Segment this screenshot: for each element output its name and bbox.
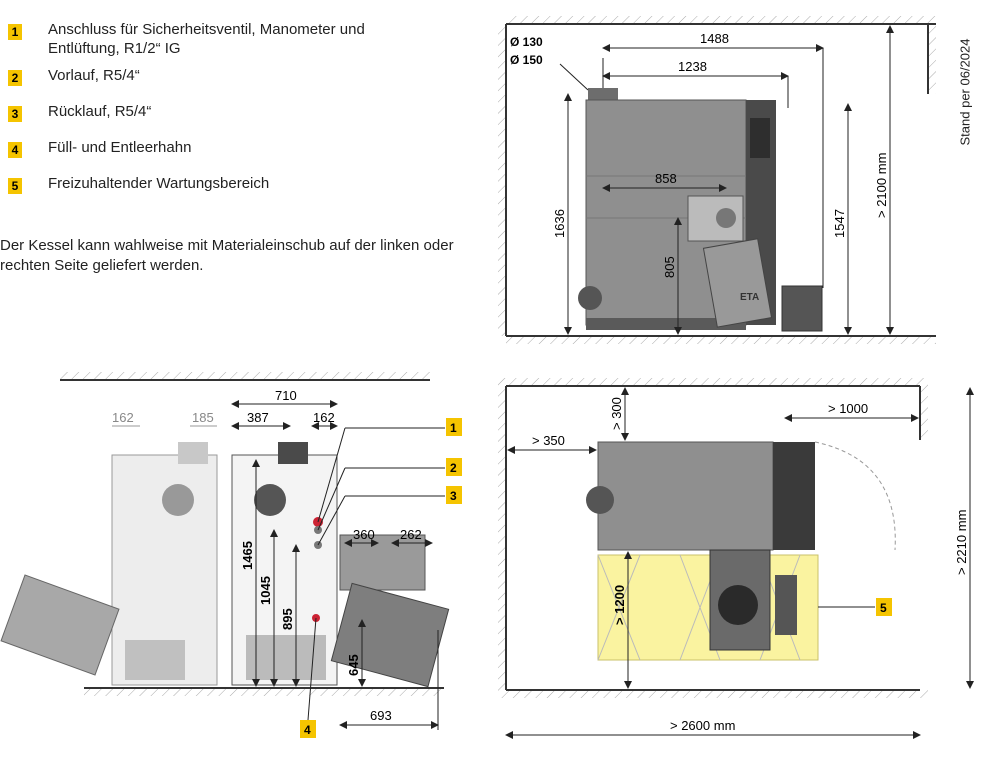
dim-262: 262 (400, 527, 422, 542)
dim-805: 805 (662, 256, 677, 278)
dim-2100: > 2100 mm (874, 153, 889, 218)
callout-1-leader (317, 427, 346, 523)
dim-185: 185 (192, 410, 214, 425)
legend-text-4: Füll- und Entleerhahn (48, 139, 192, 156)
legend-badge-3: 3 (8, 106, 22, 122)
diameter-leader (559, 63, 589, 91)
dim-710: 710 (275, 388, 297, 403)
ghost-flue (178, 442, 208, 464)
dim-1045: 1045 (258, 576, 273, 605)
main-flue (278, 442, 308, 464)
dim-1465: 1465 (240, 541, 255, 570)
legend-badge-1: 1 (8, 24, 22, 40)
side-view-diagram: ETA 1488 1238 858 Ø 130 Ø 150 1636 805 1… (498, 16, 936, 344)
legend-text-1: Anschluss für Sicherheitsventil, Manomet… (48, 21, 365, 57)
dim-895: 895 (280, 608, 295, 630)
boiler-base (586, 318, 746, 330)
boiler-top-flue (586, 486, 614, 514)
legend-badge-5: 5 (8, 178, 22, 194)
service-area-hatch (597, 554, 801, 661)
callout-num-4: 4 (304, 723, 311, 737)
dim-693: 693 (370, 708, 392, 723)
dim-350: > 350 (532, 433, 565, 448)
dim-858: 858 (655, 171, 677, 186)
brand-logo: ETA (740, 292, 759, 303)
callout-badge-5 (876, 598, 892, 616)
top-wall-hatch (498, 378, 928, 386)
diameter-130: Ø 130 (510, 35, 543, 49)
ghost-door (162, 484, 194, 516)
callout-4-leader (307, 617, 317, 721)
dim-645: 645 (346, 654, 361, 676)
dim-360: 360 (353, 527, 375, 542)
callout-badge-2 (446, 458, 462, 476)
main-door (254, 484, 286, 516)
callout-num-1: 1 (450, 421, 457, 435)
stoker-screw (702, 238, 773, 328)
legend-text-3: Rücklauf, R5/4“ (48, 103, 152, 120)
left-wall-hatch (498, 24, 506, 336)
dim-1547: 1547 (832, 209, 847, 238)
dim-2210: > 2210 mm (954, 510, 969, 575)
stoker-rotary-valve (718, 585, 758, 625)
dim-1000: > 1000 (828, 401, 868, 416)
legend-item-1: 1 Anschluss für Sicherheitsventil, Manom… (8, 20, 468, 66)
diameter-150: Ø 150 (510, 53, 543, 67)
callout-badge-4 (300, 720, 316, 738)
control-unit (750, 118, 770, 158)
legend-badge-2: 2 (8, 70, 22, 86)
right-wall-hatch (928, 24, 936, 94)
feeder-port (716, 208, 736, 228)
legend-badge-4: 4 (8, 142, 22, 158)
boiler-top-back (773, 442, 815, 550)
delivery-note: Der Kessel kann wahlweise mit Materialei… (0, 237, 454, 274)
ghost-feeder (0, 574, 120, 676)
front-view-diagram: 710 387 162 162 185 360 262 693 1465 104… (0, 372, 462, 738)
legend-item-4: 4 Füll- und Entleerhahn (8, 138, 468, 174)
legend: 1 Anschluss für Sicherheitsventil, Manom… (8, 20, 468, 210)
dim-1488: 1488 (700, 31, 729, 46)
ceiling-hatch (506, 16, 936, 24)
callout-num-3: 3 (450, 489, 457, 503)
ghost-stoker (125, 640, 185, 680)
top-floor-hatch (498, 690, 928, 698)
legend-item-3: 3 Rücklauf, R5/4“ (8, 102, 468, 138)
front-floor-hatch (84, 688, 444, 696)
legend-text-5: Freizuhaltender Wartungsbereich (48, 175, 270, 192)
stoker-motor-box (781, 285, 823, 332)
callout-badge-1 (446, 418, 462, 436)
revision-stamp: Stand per 06/2024 (953, 10, 977, 150)
legend-item-5: 5 Freizuhaltender Wartungsbereich (8, 174, 468, 210)
callout-2-leader (317, 467, 346, 531)
boiler-top (597, 441, 774, 551)
top-left-wall-hatch (498, 386, 506, 690)
floor-hatch (506, 336, 936, 344)
dim-162a: 162 (112, 410, 134, 425)
callout-badge-3 (446, 486, 462, 504)
dim-1636: 1636 (552, 209, 567, 238)
stoker-motor (775, 575, 797, 635)
front-ceiling-hatch (60, 372, 430, 380)
legend-text-2: Vorlauf, R5/4“ (48, 67, 140, 84)
dim-300: > 300 (609, 397, 624, 430)
dim-1200: > 1200 (612, 585, 627, 625)
dim-2600: > 2600 mm (670, 718, 735, 733)
callout-num-5: 5 (880, 601, 887, 615)
callout-3-leader (317, 495, 346, 546)
revision-text: Stand per 06/2024 (957, 38, 973, 146)
fan-motor (578, 286, 602, 310)
dim-1238: 1238 (678, 59, 707, 74)
top-view-diagram: > 300 > 1000 > 350 > 1200 > 2210 mm > 26… (498, 378, 974, 739)
door-swing-arc (814, 441, 896, 551)
top-right-wall-hatch (920, 386, 928, 440)
dim-387: 387 (247, 410, 269, 425)
legend-item-2: 2 Vorlauf, R5/4“ (8, 66, 468, 102)
callout-num-2: 2 (450, 461, 457, 475)
dim-162b: 162 (313, 410, 335, 425)
